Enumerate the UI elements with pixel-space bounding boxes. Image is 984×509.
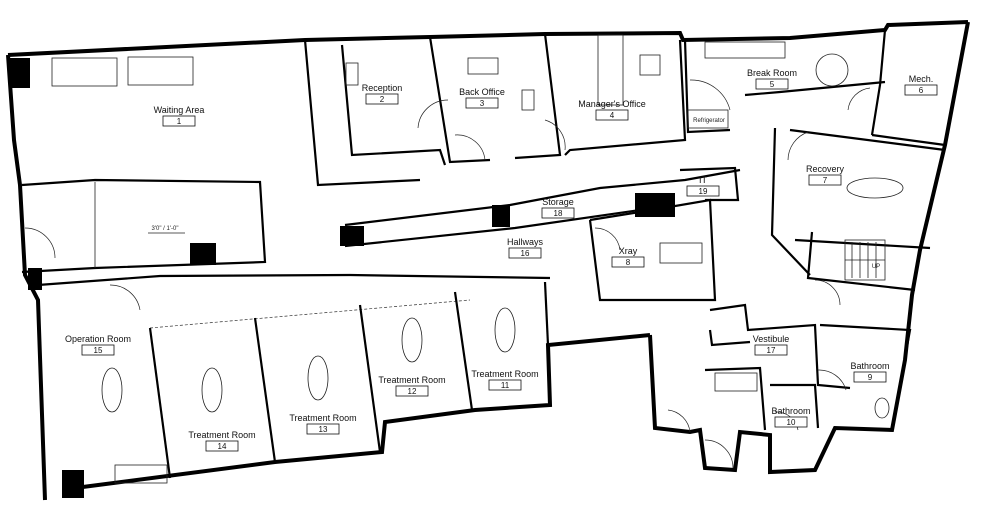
room-number: 13 (319, 425, 328, 434)
room-10: Bathroom 10 (771, 406, 811, 428)
room-number-box (754, 344, 788, 356)
room-8: Xray 8 (611, 246, 645, 268)
room-number-box (904, 84, 938, 96)
interior-walls (21, 29, 946, 479)
room-name: Operation Room (65, 334, 131, 344)
room-number-box (306, 423, 340, 435)
room-5: Break Room 5 (747, 68, 797, 90)
room-name: Treatment Room (378, 375, 445, 385)
room-name: Waiting Area (154, 105, 205, 115)
room-number: 5 (770, 80, 775, 89)
room-number: 3 (480, 99, 485, 108)
columns (10, 58, 675, 498)
room-number-box (508, 247, 542, 259)
room-name: Hallways (507, 237, 544, 247)
room-name: IT (699, 175, 708, 185)
room-name: Treatment Room (289, 413, 356, 423)
room-2: Reception 2 (362, 83, 403, 105)
room-17: Vestibule 17 (753, 334, 790, 356)
room-15: Operation Room 15 (65, 334, 131, 356)
room-name: Treatment Room (471, 369, 538, 379)
room-number: 11 (501, 381, 510, 390)
room-12: Treatment Room 12 (378, 375, 446, 397)
room-number-box (205, 440, 239, 452)
room-number-box (611, 256, 645, 268)
room-name: Reception (362, 83, 403, 93)
room-number-box (774, 416, 808, 428)
room-number-box (465, 97, 499, 109)
room-9: Bathroom 9 (850, 361, 890, 383)
room-number-box (395, 385, 429, 397)
room-name: Vestibule (753, 334, 790, 344)
room-name: Mech. (909, 74, 934, 84)
refrigerator-label: Refrigerator (693, 118, 725, 124)
room-4: Manager's Office 4 (578, 99, 646, 121)
room-name: Bathroom (771, 406, 810, 416)
room-number: 2 (380, 95, 385, 104)
room-number: 19 (699, 187, 708, 196)
room-number: 12 (408, 387, 417, 396)
room-number-box (162, 115, 196, 127)
room-number: 6 (919, 86, 924, 95)
room-19: IT 19 (686, 175, 720, 197)
room-number-box (365, 93, 399, 105)
room-6: Mech. 6 (904, 74, 938, 96)
doors (24, 79, 871, 469)
room-18: Storage 18 (541, 197, 575, 219)
furniture (51, 34, 904, 484)
annotations: 3'0" / 1'-0" Refrigerator UP (148, 118, 880, 270)
room-13: Treatment Room 13 (289, 413, 357, 435)
room-number: 4 (610, 111, 615, 120)
room-14: Treatment Room 14 (188, 430, 256, 452)
room-number-box (853, 371, 887, 383)
room-number-box (686, 185, 720, 197)
room-3: Back Office 3 (459, 87, 505, 109)
room-number: 1 (177, 117, 182, 126)
room-number: 10 (787, 418, 796, 427)
room-name: Xray (619, 246, 638, 256)
room-number: 18 (554, 209, 563, 218)
room-7: Recovery 7 (806, 164, 845, 186)
room-number-box (541, 207, 575, 219)
outer-walls (6, 20, 970, 501)
room-labels: Waiting Area 1 Reception 2 Back Office 3 Manag… (65, 68, 938, 452)
room-number-box (81, 344, 115, 356)
ramp-slope-label: 3'0" / 1'-0" (152, 226, 179, 232)
room-name: Treatment Room (188, 430, 255, 440)
room-number: 16 (521, 249, 530, 258)
room-name: Back Office (459, 87, 505, 97)
room-number-box (488, 379, 522, 391)
room-number: 17 (767, 346, 776, 355)
room-number-box (595, 109, 629, 121)
room-number: 9 (868, 373, 873, 382)
room-11: Treatment Room 11 (471, 369, 539, 391)
room-number: 7 (823, 176, 828, 185)
stair-up-label: UP (872, 264, 880, 270)
room-name: Break Room (747, 68, 797, 78)
room-1: Waiting Area 1 (154, 105, 205, 127)
room-name: Recovery (806, 164, 845, 174)
room-number-box (808, 174, 842, 186)
room-number: 8 (626, 258, 631, 267)
room-name: Storage (542, 197, 574, 207)
room-name: Manager's Office (578, 99, 646, 109)
room-16: Hallways 16 (507, 237, 544, 259)
room-name: Bathroom (850, 361, 889, 371)
room-number-box (755, 78, 789, 90)
room-number: 15 (94, 346, 103, 355)
room-number: 14 (218, 442, 227, 451)
